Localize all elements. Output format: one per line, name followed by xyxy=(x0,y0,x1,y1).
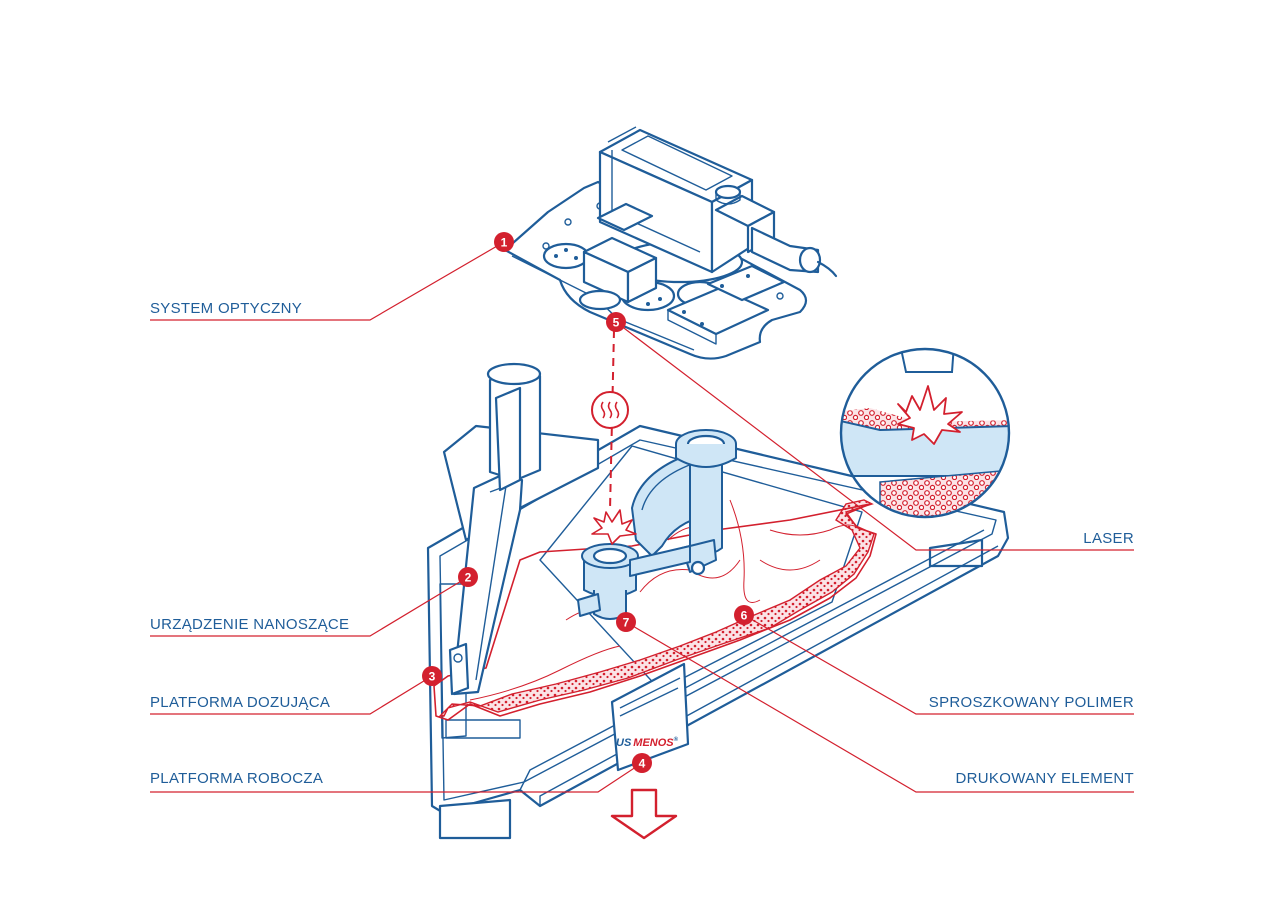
down-arrow-icon xyxy=(610,788,678,840)
recoater-arm xyxy=(448,362,542,696)
svg-text:4: 4 xyxy=(639,757,646,771)
label-recoater: URZĄDZENIE NANOSZĄCE xyxy=(150,616,349,633)
badge-recoater: 2 xyxy=(458,567,478,587)
machine-body xyxy=(426,424,1010,840)
laser-detail-magnifier xyxy=(839,347,1011,519)
laser-spark-icon xyxy=(591,509,637,545)
optical-system-unit xyxy=(503,126,838,360)
svg-text:2: 2 xyxy=(465,571,472,585)
powder-edge-fill xyxy=(438,499,875,717)
badge-laser: 5 xyxy=(606,312,626,332)
label-optical-system: SYSTEM OPTYCZNY xyxy=(150,300,302,317)
svg-text:1: 1 xyxy=(501,236,508,250)
badge-build-platform: 4 xyxy=(632,753,652,773)
label-printed-element: DRUKOWANY ELEMENT xyxy=(956,770,1134,787)
label-laser: LASER xyxy=(1083,530,1134,547)
badge-dosing-platform: 3 xyxy=(422,666,442,686)
label-build-platform: PLATFORMA ROBOCZA xyxy=(150,770,323,787)
badge-printed-element: 7 xyxy=(616,612,636,632)
printed-element-part xyxy=(577,429,737,620)
badge-optical-system: 1 xyxy=(494,232,514,252)
heat-waves-icon xyxy=(591,391,629,429)
svg-text:6: 6 xyxy=(741,609,748,623)
label-powder-polymer: SPROSZKOWANY POLIMER xyxy=(929,694,1134,711)
svg-text:7: 7 xyxy=(623,616,630,630)
badge-powder-polymer: 6 xyxy=(734,605,754,625)
svg-text:5: 5 xyxy=(613,316,620,330)
leader-lines xyxy=(150,241,1134,793)
svg-text:3: 3 xyxy=(429,670,436,684)
label-dosing-platform: PLATFORMA DOZUJĄCA xyxy=(150,694,330,711)
